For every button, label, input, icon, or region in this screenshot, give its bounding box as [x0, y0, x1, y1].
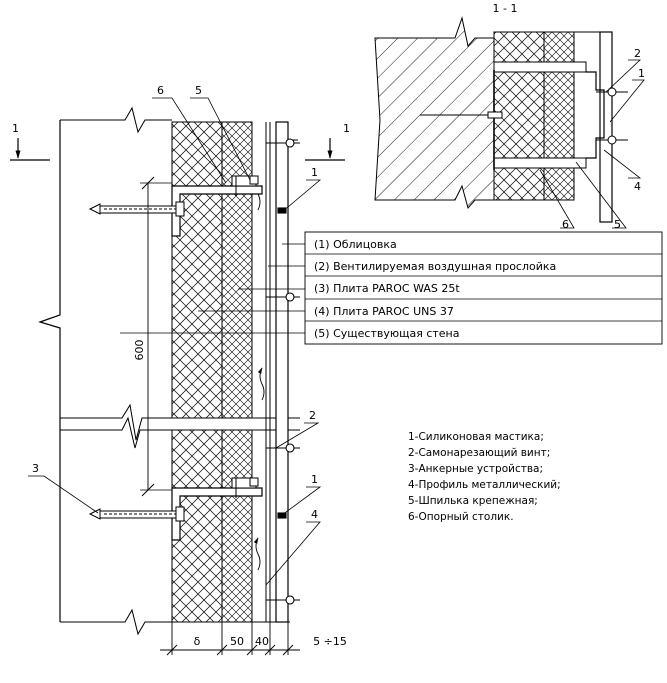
callout-1-section: 1	[638, 67, 645, 80]
support-bracket-lower	[171, 487, 263, 541]
section-mark-right: 1	[305, 122, 350, 161]
screws	[266, 138, 300, 605]
callout-2-section: 2	[634, 47, 641, 60]
dim-5-15: 5 ÷15	[313, 635, 347, 648]
callout-4-main: 4	[311, 508, 318, 521]
layer-1: (1) Облицовка	[314, 238, 397, 251]
insulation-was25t-lower	[221, 429, 253, 623]
support-bracket-upper	[171, 185, 263, 237]
dim-delta: δ	[194, 635, 201, 648]
main-section: 600 δ 50 40 5 ÷15 1 1	[10, 84, 350, 656]
middle-break-upper	[60, 403, 300, 441]
cladding-panel	[275, 121, 289, 623]
svg-text:1: 1	[343, 122, 350, 135]
notes-list: 1-Силиконовая мастика; 2-Самонарезающий …	[408, 431, 561, 523]
bottom-break-line	[60, 608, 290, 636]
callout-2-main: 2	[309, 409, 316, 422]
callout-6-section: 6	[562, 218, 569, 231]
insulation-uns37-upper	[171, 121, 223, 419]
bottom-dimensions	[160, 622, 300, 656]
anchor-upper	[88, 201, 185, 217]
callout-6-main: 6	[157, 84, 164, 97]
callout-1-main-top: 1	[311, 166, 318, 179]
layer-4: (4) Плита PAROC UNS 37	[314, 305, 454, 318]
section-1-1: 1 - 1 2 1 4 6 5	[374, 2, 645, 231]
layer-legend: (1) Облицовка (2) Вентилируемая воздушна…	[120, 231, 663, 345]
section-title: 1 - 1	[493, 2, 518, 15]
dim-40: 40	[255, 635, 269, 648]
section-mark-left: 1	[10, 122, 50, 161]
insulation-was25t-upper	[221, 121, 253, 419]
note-5: 5-Шпилька крепежная;	[408, 495, 538, 507]
callout-1-main-low: 1	[311, 473, 318, 486]
existing-wall-outline	[38, 120, 61, 622]
section-wall	[374, 16, 495, 210]
note-3: 3-Анкерные устройства;	[408, 463, 543, 475]
callout-5-main: 5	[195, 84, 202, 97]
layer-2: (2) Вентилируемая воздушная прослойка	[314, 260, 556, 273]
top-break-line	[60, 106, 172, 134]
layer-3: (3) Плита PAROC WAS 25t	[314, 282, 460, 295]
callout-4-section: 4	[634, 180, 641, 193]
layer-5: (5) Существующая стена	[314, 327, 459, 340]
callout-3-main: 3	[32, 462, 39, 475]
anchor-lower	[88, 506, 185, 522]
dim-50: 50	[230, 635, 244, 648]
middle-break-lower	[60, 416, 300, 449]
note-4: 4-Профиль металлический;	[408, 479, 561, 491]
callout-5-section: 5	[614, 218, 621, 231]
note-1: 1-Силиконовая мастика;	[408, 431, 544, 443]
note-2: 2-Самонарезающий винт;	[408, 447, 550, 459]
note-6: 6-Опорный столик.	[408, 511, 514, 523]
svg-text:1: 1	[12, 122, 19, 135]
dimension-600: 600	[133, 340, 146, 361]
